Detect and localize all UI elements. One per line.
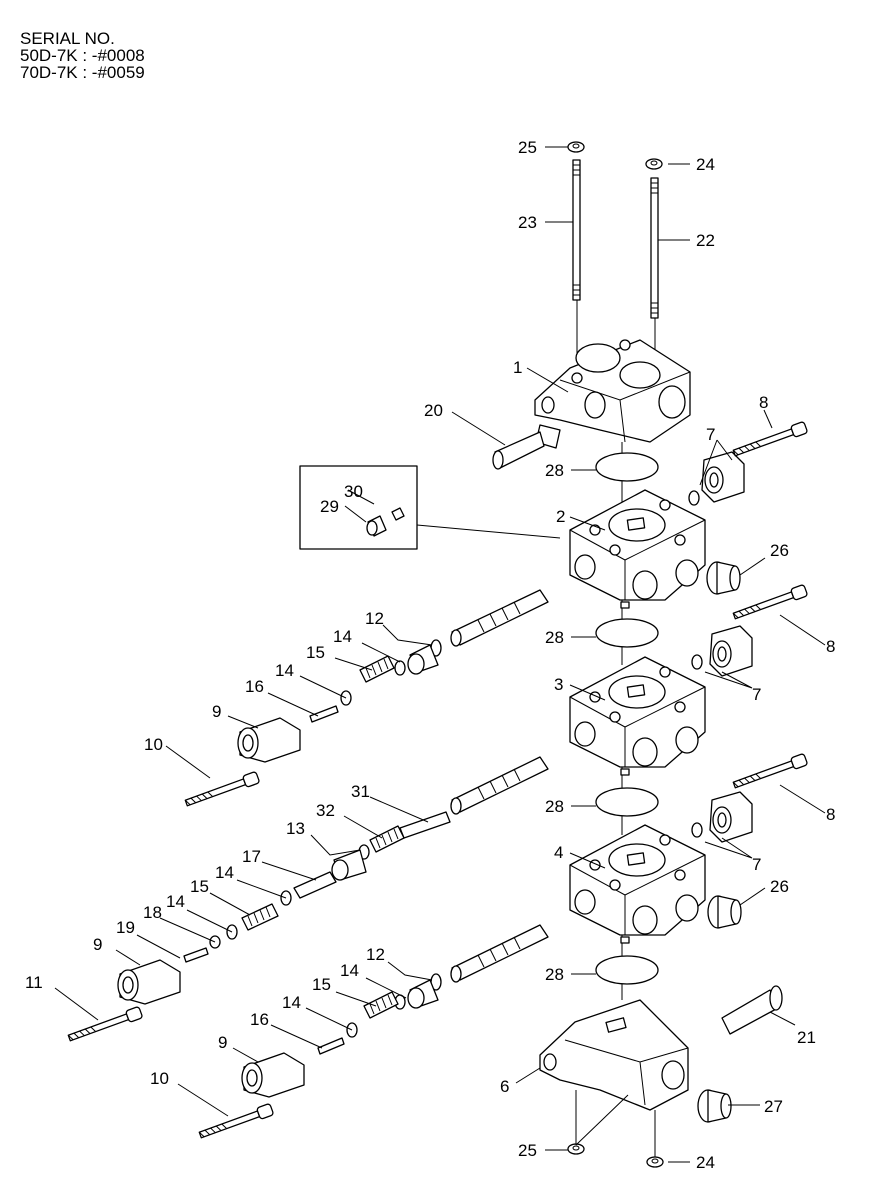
callout-26-a: 26	[770, 541, 789, 560]
inlet-cover-1	[534, 339, 691, 443]
spool-section-4	[450, 924, 549, 983]
spool-section-2	[450, 589, 549, 647]
callout-28-a: 28	[545, 461, 564, 480]
callout-9-b: 9	[93, 935, 102, 954]
detail-inset-29-30	[299, 465, 561, 550]
callout-14-f: 14	[282, 993, 301, 1012]
plug-27	[697, 1089, 732, 1123]
callout-32: 32	[316, 801, 335, 820]
callout-18: 18	[143, 903, 162, 922]
callout-25-bottom: 25	[518, 1141, 537, 1160]
callout-6: 6	[500, 1077, 509, 1096]
callout-7-b: 7	[752, 685, 761, 704]
stud-bolt-23	[572, 159, 581, 301]
callout-20: 20	[424, 401, 443, 420]
stud-bolt-22	[650, 177, 659, 319]
spool-section-3	[450, 756, 549, 815]
callout-14-d: 14	[166, 892, 185, 911]
callout-8-c: 8	[826, 805, 835, 824]
nut-24-bottom	[646, 1156, 664, 1168]
callout-30: 30	[344, 482, 363, 501]
section-body-2	[569, 489, 706, 609]
callout-15-b: 15	[190, 877, 209, 896]
serial-number-70d: 70D-7K : -#0059	[20, 63, 145, 82]
callout-4: 4	[554, 843, 563, 862]
leader-lines	[54, 146, 826, 1163]
relief-valve-20	[492, 424, 561, 470]
socket-bolt-8-a	[731, 420, 809, 460]
callout-21: 21	[797, 1028, 816, 1047]
serial-number-title: SERIAL NO.	[20, 29, 115, 48]
callout-8-a: 8	[759, 393, 768, 412]
callout-29: 29	[320, 497, 339, 516]
callout-15-c: 15	[312, 975, 331, 994]
callout-16-b: 16	[250, 1010, 269, 1029]
return-parts-lower	[197, 973, 442, 1142]
section-body-4	[569, 824, 706, 944]
callout-3: 3	[554, 675, 563, 694]
callout-19: 19	[116, 918, 135, 937]
cover-7-a	[701, 451, 745, 503]
cover-7-b	[709, 625, 753, 677]
plug-26-b	[707, 895, 742, 929]
callout-24-bottom: 24	[696, 1153, 715, 1172]
cover-7-c	[709, 791, 753, 843]
callout-7-c: 7	[752, 855, 761, 874]
o-ring-28-d	[595, 955, 659, 985]
plug-26-a	[706, 561, 741, 595]
callout-9-c: 9	[218, 1033, 227, 1052]
serial-number-note: SERIAL NO. 50D-7K : -#0008 70D-7K : -#00…	[20, 30, 145, 81]
callout-14-e: 14	[340, 961, 359, 980]
small-o-rings-7	[688, 490, 703, 838]
callout-14-a: 14	[333, 627, 352, 646]
callout-2: 2	[556, 507, 565, 526]
callout-12-b: 12	[366, 945, 385, 964]
callout-8-b: 8	[826, 637, 835, 656]
callout-10-b: 10	[150, 1069, 169, 1088]
nut-25-bottom	[567, 1143, 585, 1155]
callout-7-a: 7	[706, 425, 715, 444]
callout-25-top: 25	[518, 138, 537, 157]
callout-16-a: 16	[245, 677, 264, 696]
callout-26-b: 26	[770, 877, 789, 896]
socket-bolt-8-c	[731, 752, 809, 792]
o-ring-28-a	[595, 452, 659, 482]
callout-15-a: 15	[306, 643, 325, 662]
callout-24-top: 24	[696, 155, 715, 174]
outlet-cover-6	[539, 999, 689, 1111]
callout-22: 22	[696, 231, 715, 250]
callout-31: 31	[351, 782, 370, 801]
callout-28-c: 28	[545, 797, 564, 816]
callout-28-b: 28	[545, 628, 564, 647]
callout-1: 1	[513, 358, 522, 377]
callout-27: 27	[764, 1097, 783, 1116]
callout-9-a: 9	[212, 702, 221, 721]
nut-25-top	[567, 141, 585, 153]
callout-12-a: 12	[365, 609, 384, 628]
callout-10-a: 10	[144, 735, 163, 754]
callout-labels: 25 24 23 22 1 20 28 7 8 30 29 2 26 28 8 …	[25, 138, 835, 1172]
callout-11: 11	[25, 973, 43, 992]
return-parts-upper	[183, 639, 442, 810]
section-body-3	[569, 656, 706, 776]
callout-17: 17	[242, 847, 261, 866]
nut-24-top	[645, 158, 663, 170]
callout-28-d: 28	[545, 965, 564, 984]
serial-number-50d: 50D-7K : -#0008	[20, 46, 145, 65]
socket-bolt-8-b	[731, 583, 809, 623]
return-parts-middle	[66, 811, 451, 1045]
callout-13: 13	[286, 819, 305, 838]
o-ring-28-b	[595, 618, 659, 648]
relief-valve-21	[721, 985, 783, 1035]
callout-23: 23	[518, 213, 537, 232]
callout-14-c: 14	[215, 863, 234, 882]
o-ring-28-c	[595, 787, 659, 817]
callout-14-b: 14	[275, 661, 294, 680]
